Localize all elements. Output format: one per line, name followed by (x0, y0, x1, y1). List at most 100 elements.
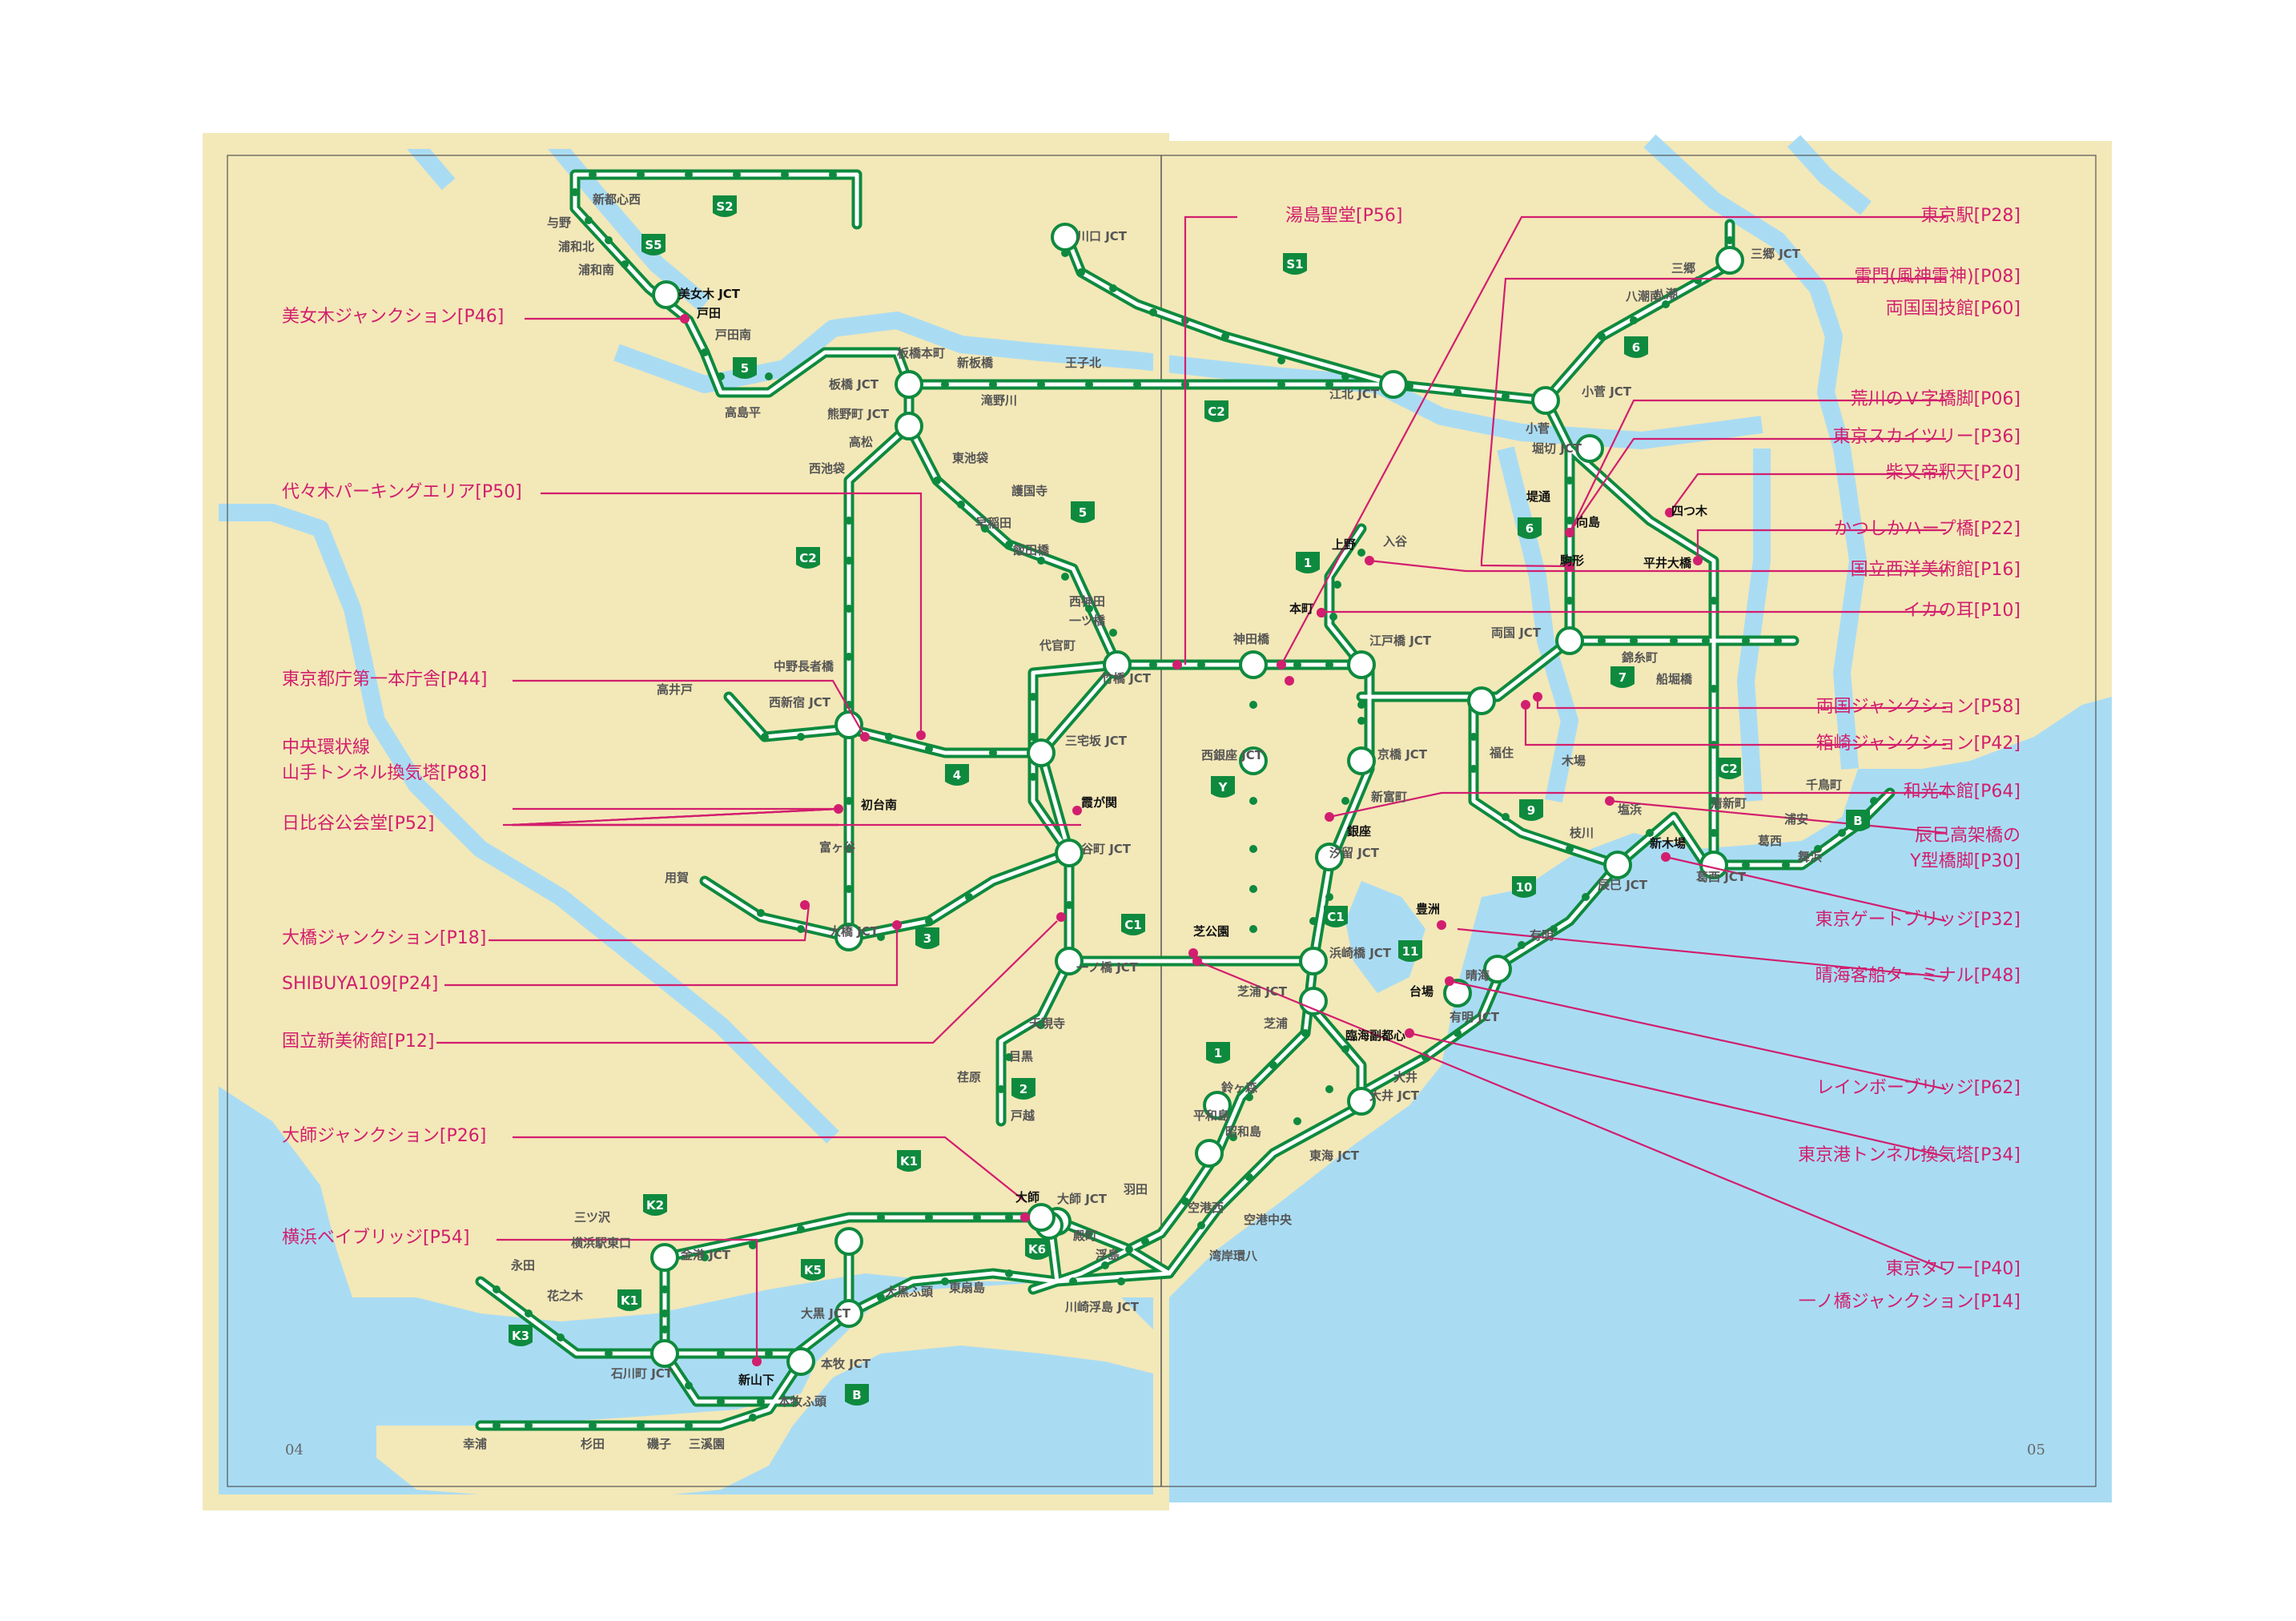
station-label: 川崎浮島 JCT (1064, 1300, 1140, 1314)
station-label: 霞が関 (1081, 795, 1117, 810)
station-dot (1005, 1213, 1013, 1221)
station-label: 本牧ふ頭 (778, 1394, 827, 1409)
station-dot (717, 1398, 725, 1406)
station-dot (829, 171, 837, 179)
station-dot (1085, 1229, 1093, 1237)
station-dot (1357, 549, 1365, 557)
svg-text:K1: K1 (621, 1293, 638, 1308)
landmark-label: 東京港トンネル換気塔[P34] (1798, 1145, 2021, 1165)
station-label: 堀切 JCT (1532, 441, 1582, 456)
station-dot (1454, 388, 1462, 396)
station-dot (557, 1333, 565, 1341)
station-dot (1566, 477, 1574, 485)
station-label: 一ツ橋 (1069, 613, 1106, 628)
station-dot (1774, 637, 1782, 645)
station-label: 東海 JCT (1309, 1148, 1360, 1163)
station-dot (685, 1382, 693, 1390)
jct-circle (1055, 947, 1084, 975)
jct-circle (895, 412, 923, 440)
jct-circle (834, 1299, 863, 1328)
svg-text:S5: S5 (645, 238, 661, 252)
station-label: 空港西 (1188, 1201, 1224, 1215)
landmark-label: イカの耳[P10] (1904, 601, 2021, 621)
landmark-dot (800, 900, 810, 910)
station-dot (1702, 637, 1710, 645)
station-label: 杉田 (581, 1437, 605, 1451)
station-dot (1101, 1261, 1109, 1269)
svg-text:6: 6 (1526, 521, 1534, 536)
jct-circle (895, 370, 923, 399)
station-label: 羽田 (1124, 1182, 1148, 1197)
station-label: 芝浦 JCT (1237, 984, 1288, 999)
station-label: 昭和島 (1225, 1124, 1261, 1139)
station-label: 大師 JCT (1057, 1192, 1108, 1206)
station-dot (685, 1422, 693, 1430)
station-dot (1742, 861, 1750, 869)
station-dot (733, 171, 741, 179)
landmark-label: 美女木ジャンクション[P46] (282, 307, 504, 327)
station-label: 葛西 JCT (1695, 870, 1747, 884)
landmark-label: 大橋ジャンクション[P18] (282, 928, 486, 948)
svg-text:K1: K1 (900, 1154, 918, 1168)
leader-line (1409, 1032, 1947, 1158)
station-label: 小菅 JCT (1582, 384, 1632, 399)
station-dot (1309, 917, 1317, 925)
station-dot (1061, 249, 1069, 257)
station-dot (1245, 1093, 1253, 1101)
station-dots (493, 171, 1878, 1430)
leader-line (541, 492, 923, 735)
jct-circle (1347, 1087, 1376, 1116)
station-dot (1598, 637, 1606, 645)
station-dot (1077, 268, 1085, 276)
station-label: 板橋 JCT (829, 377, 879, 392)
leader-line (1669, 473, 1946, 513)
jct-circle (1239, 650, 1268, 679)
station-dot (973, 1213, 981, 1221)
landmark-label: 辰巳高架橋の (1915, 826, 2021, 846)
station-dot (1249, 925, 1257, 933)
station-label: 殿町 (1072, 1229, 1097, 1243)
station-dot (1245, 1173, 1253, 1181)
station-dot (765, 1349, 773, 1358)
svg-text:B: B (852, 1388, 861, 1402)
route-shield: S2 (713, 195, 737, 217)
station-label: 大橋 JCT (829, 924, 879, 939)
station-label: 大井 (1393, 1070, 1417, 1084)
route-shield: C1 (1121, 914, 1145, 935)
station-dot (877, 1293, 885, 1301)
station-label: 浦和北 (558, 239, 594, 254)
station-label: 中野長者橋 (774, 659, 834, 674)
station-dot (1662, 300, 1670, 308)
station-label: 三溪園 (689, 1437, 725, 1451)
station-dot (717, 372, 725, 380)
station-dot (1726, 236, 1734, 244)
station-dot (1357, 701, 1365, 709)
station-dot (1454, 1029, 1462, 1037)
station-dot (845, 885, 853, 893)
station-label: 大黒 JCT (801, 1306, 851, 1321)
station-dot (885, 733, 893, 741)
station-dot (797, 733, 805, 741)
station-label: 新山下 (738, 1373, 774, 1387)
route-shield: 10 (1512, 876, 1536, 898)
station-dot (1329, 613, 1337, 621)
leader-line (1184, 215, 1237, 665)
station-dot (1341, 372, 1349, 380)
landmark-label: Y型橋脚[P30] (1909, 851, 2021, 871)
station-dot (933, 477, 941, 485)
jct-circle (1299, 987, 1328, 1016)
landmark-label: 湯島聖堂[P56] (1285, 206, 1402, 226)
station-dot (765, 372, 773, 380)
station-label: 西新宿 JCT (769, 695, 831, 710)
route-shield: K1 (617, 1289, 641, 1311)
svg-text:11: 11 (1402, 944, 1419, 959)
leader-line (1696, 529, 1946, 561)
station-dot (1566, 845, 1574, 853)
jct-circle (786, 1347, 815, 1376)
station-label: 錦糸町 (1621, 650, 1658, 665)
station-label: 金港 JCT (680, 1248, 731, 1262)
route-shield: 5 (1071, 501, 1095, 523)
station-dot (525, 1309, 533, 1317)
svg-text:K3: K3 (512, 1329, 529, 1343)
